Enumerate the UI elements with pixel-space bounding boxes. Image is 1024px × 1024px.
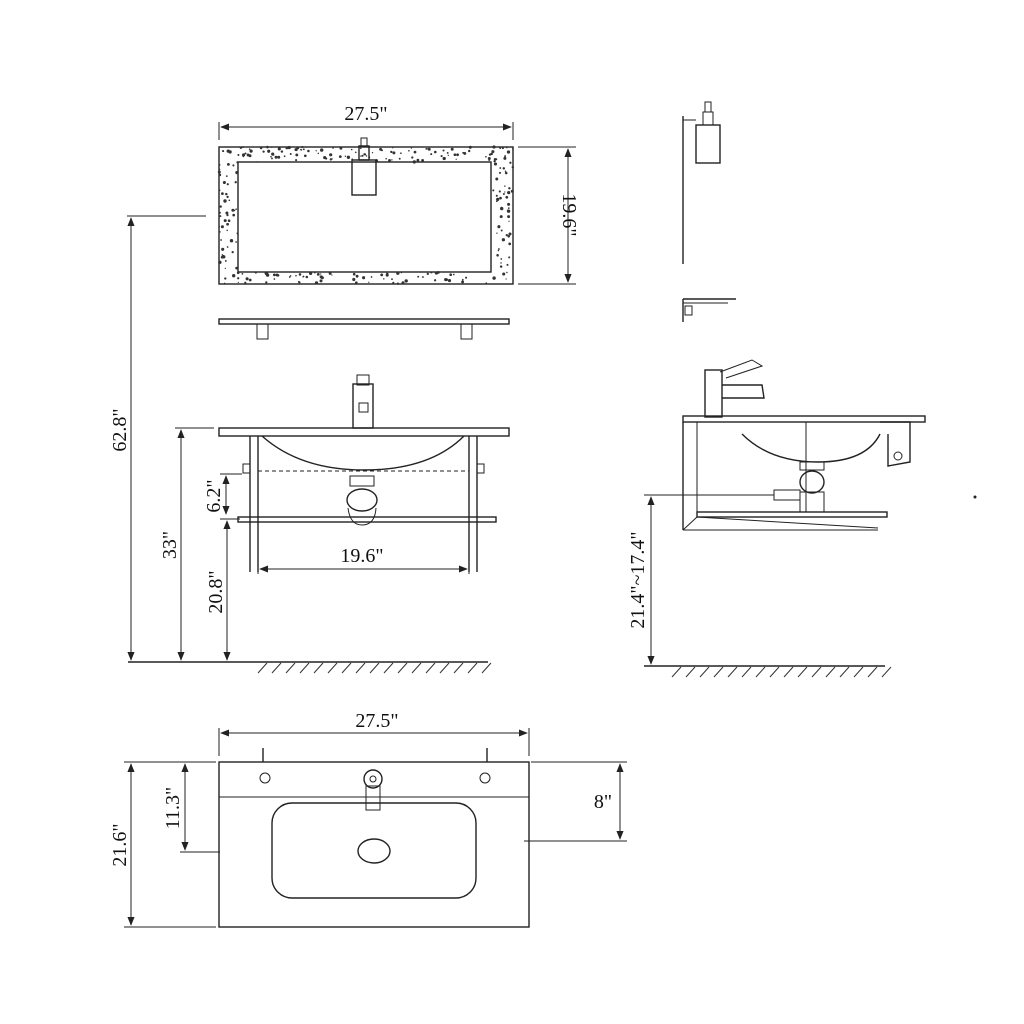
top-depth-label: 21.6" <box>109 823 131 866</box>
vanity-side-view <box>682 359 977 531</box>
glass-shelf-front <box>218 318 510 340</box>
side-drain-height-label: 21.4"~17.4" <box>627 531 649 628</box>
center-depth-label: 11.3" <box>162 787 184 829</box>
mirror-width-label: 27.5" <box>344 103 387 125</box>
faucet-offset-label: 8" <box>594 791 612 813</box>
vanity-top-view <box>218 748 530 928</box>
overall-height-label: 62.8" <box>109 408 131 451</box>
top-width-label: 27.5" <box>355 710 398 732</box>
shelf-height-label: 20.8" <box>205 570 227 613</box>
mirror-side-view <box>682 101 736 322</box>
mirror-front-view <box>217 137 514 285</box>
drawer-height-label: 6.2" <box>203 479 225 512</box>
shelf-width-label: 19.6" <box>340 545 383 567</box>
vanity-front-view <box>218 374 510 572</box>
floor-line-side <box>644 665 892 678</box>
vanity-height-label: 33" <box>159 531 181 559</box>
mirror-frame-texture <box>217 145 514 285</box>
mirror-height-label: 19.6" <box>558 193 580 236</box>
floor-line-front <box>128 661 492 674</box>
